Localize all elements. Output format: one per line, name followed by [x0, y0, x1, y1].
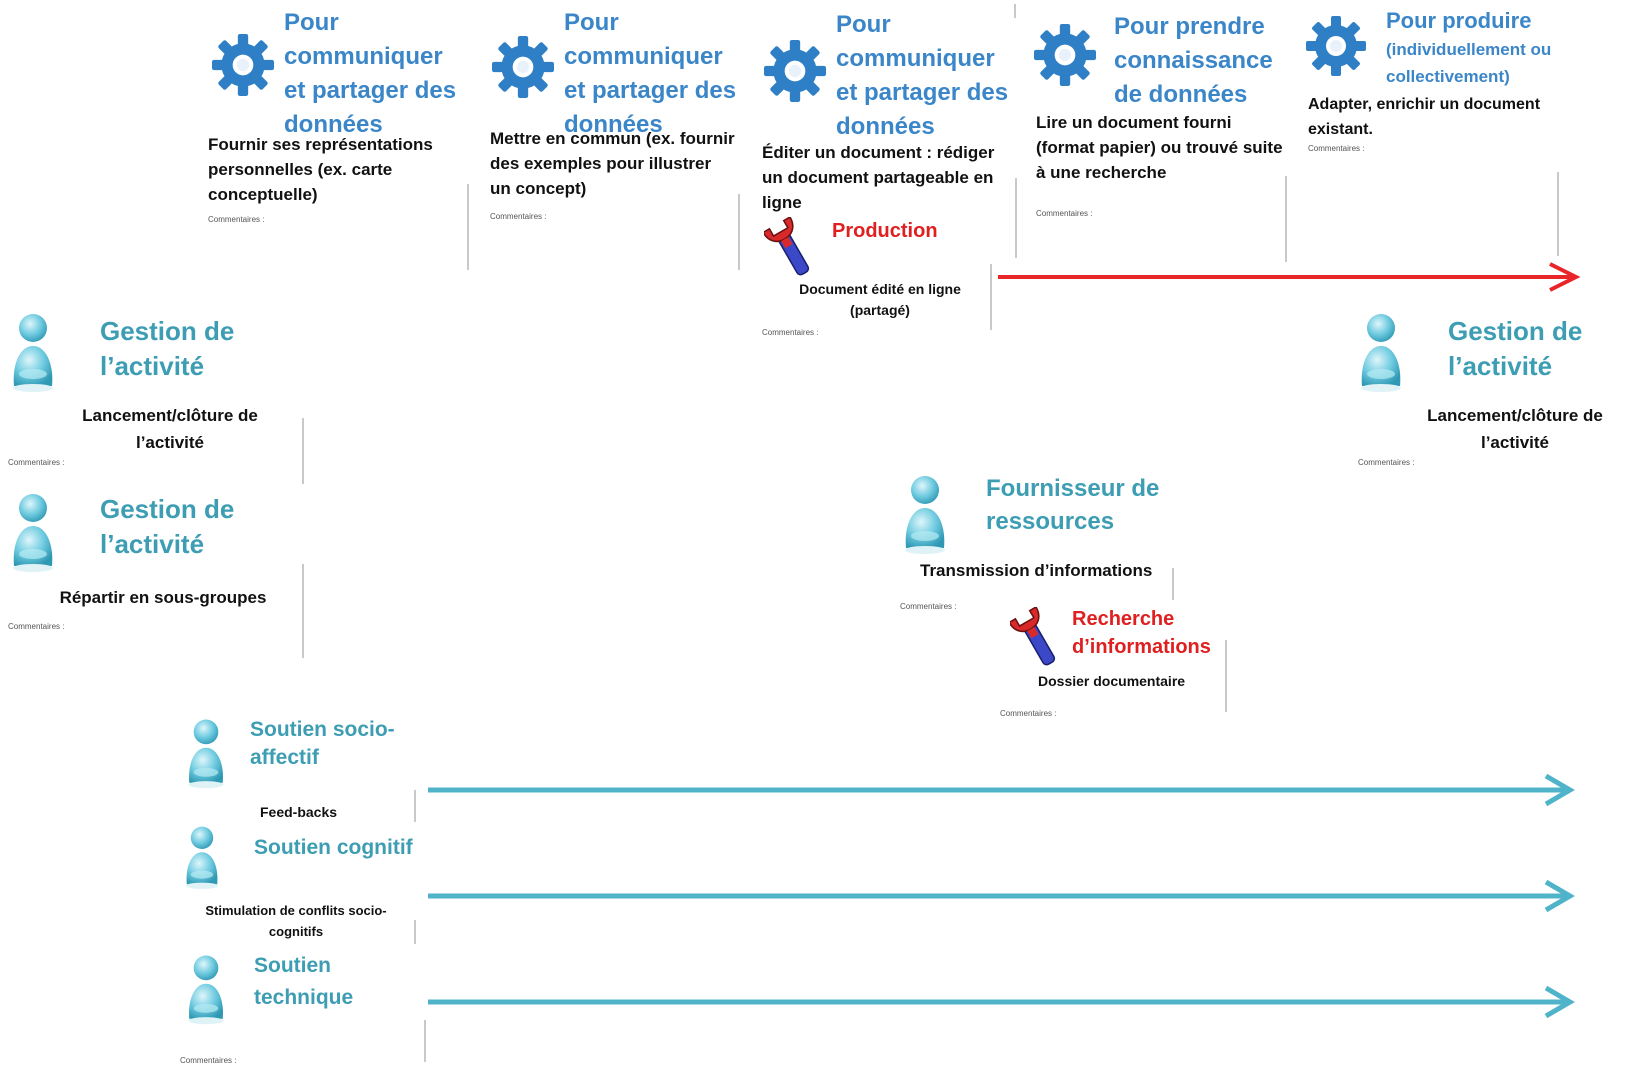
divider-mark — [738, 194, 740, 270]
divider-mark — [1015, 178, 1017, 258]
tool-title: Recherche d’informations — [1072, 608, 1211, 658]
divider-mark — [1285, 176, 1287, 262]
divider-mark — [414, 920, 416, 944]
card-title: Pour communiquer et partager des données — [836, 11, 1009, 140]
activity-description: Lancement/clôture de l’activité — [1427, 406, 1603, 452]
divider-mark — [302, 564, 304, 658]
activity-gestion-1: Gestion de l’activité Lancement/clôture … — [8, 310, 308, 470]
comment-label: Commentaires : — [180, 1056, 237, 1065]
activity-gestion-2: Gestion de l’activité Répartir en sous-g… — [8, 490, 308, 631]
activity-description: Lancement/clôture de l’activité — [82, 406, 258, 452]
card-title: Pour communiquer et partager des données — [284, 9, 457, 138]
divider-mark — [1225, 640, 1227, 712]
activity-fournisseur: Fournisseur de ressources Transmission d… — [900, 470, 1190, 615]
support-cognitif: Soutien cognitif Stimulation de conflits… — [180, 824, 420, 944]
tool-title: Production — [832, 220, 938, 242]
support-technique: Soutien technique Commentaires : — [180, 948, 420, 1068]
gear-card-1: Pour communiquer et partager des données… — [208, 6, 468, 266]
divider-mark — [1557, 172, 1559, 256]
comment-label: Commentaires : — [490, 212, 547, 221]
support-socio-affectif: Soutien socio-affectif Feed-backs — [180, 716, 420, 836]
support-description: Stimulation de conflits socio-cognitifs — [205, 903, 387, 939]
comment-label: Commentaires : — [8, 458, 65, 467]
activity-title: Gestion de l’activité — [1448, 316, 1583, 381]
comment-label: Commentaires : — [762, 328, 819, 337]
comment-label: Commentaires : — [8, 622, 65, 631]
divider-mark — [1014, 4, 1016, 18]
comment-label: Commentaires : — [208, 215, 265, 224]
activity-gestion-3: Gestion de l’activité Lancement/clôture … — [1356, 310, 1626, 470]
comment-label: Commentaires : — [1358, 458, 1415, 467]
card-description: Fournir ses représentations personnelles… — [208, 135, 433, 204]
gear-card-2: Pour communiquer et partager des données… — [490, 6, 740, 266]
support-title: Soutien cognitif — [254, 836, 413, 859]
tool-production: Production Document édité en ligne (part… — [760, 215, 1000, 340]
card-description: Mettre en commun (ex. fournir des exempl… — [490, 129, 735, 198]
comment-label: Commentaires : — [1000, 709, 1057, 718]
activity-title: Gestion de l’activité — [100, 316, 235, 381]
activity-description: Transmission d’informations — [920, 561, 1153, 580]
card-title: Pour produire — [1386, 8, 1532, 33]
divider-mark — [1172, 568, 1174, 600]
support-description: Feed-backs — [260, 804, 338, 820]
card-title: Pour communiquer et partager des données — [564, 9, 737, 138]
divider-mark — [302, 418, 304, 484]
support-title: Soutien technique — [254, 954, 354, 1009]
comment-label: Commentaires : — [1308, 144, 1365, 153]
tool-description: Document édité en ligne (partagé) — [799, 281, 961, 318]
activity-title: Gestion de l’activité — [100, 494, 235, 559]
support-title: Soutien socio-affectif — [250, 718, 395, 769]
activity-description: Répartir en sous-groupes — [59, 588, 267, 607]
gear-card-5: Pour produire (individuellement ou colle… — [1306, 6, 1568, 166]
divider-mark — [990, 264, 992, 330]
card-description: Lire un document fourni (format papier) … — [1036, 113, 1283, 182]
comment-label: Commentaires : — [1036, 209, 1093, 218]
gear-card-4: Pour prendre connaissance de données Lir… — [1034, 10, 1294, 270]
tool-description: Dossier documentaire — [1038, 673, 1186, 689]
divider-mark — [467, 184, 469, 270]
tool-recherche: Recherche d’informations Dossier documen… — [1000, 605, 1230, 725]
card-subtitle: (individuellement ou collectivement) — [1386, 40, 1552, 86]
gear-card-3: Pour communiquer et partager des données… — [762, 8, 1022, 212]
divider-mark — [414, 790, 416, 822]
activity-title: Fournisseur de ressources — [986, 475, 1160, 535]
comment-label: Commentaires : — [900, 602, 957, 611]
card-title: Pour prendre connaissance de données — [1114, 13, 1273, 108]
divider-mark — [424, 1020, 426, 1062]
card-description: Éditer un document : rédiger un document… — [762, 143, 995, 212]
card-description: Adapter, enrichir un document existant. — [1308, 96, 1541, 138]
